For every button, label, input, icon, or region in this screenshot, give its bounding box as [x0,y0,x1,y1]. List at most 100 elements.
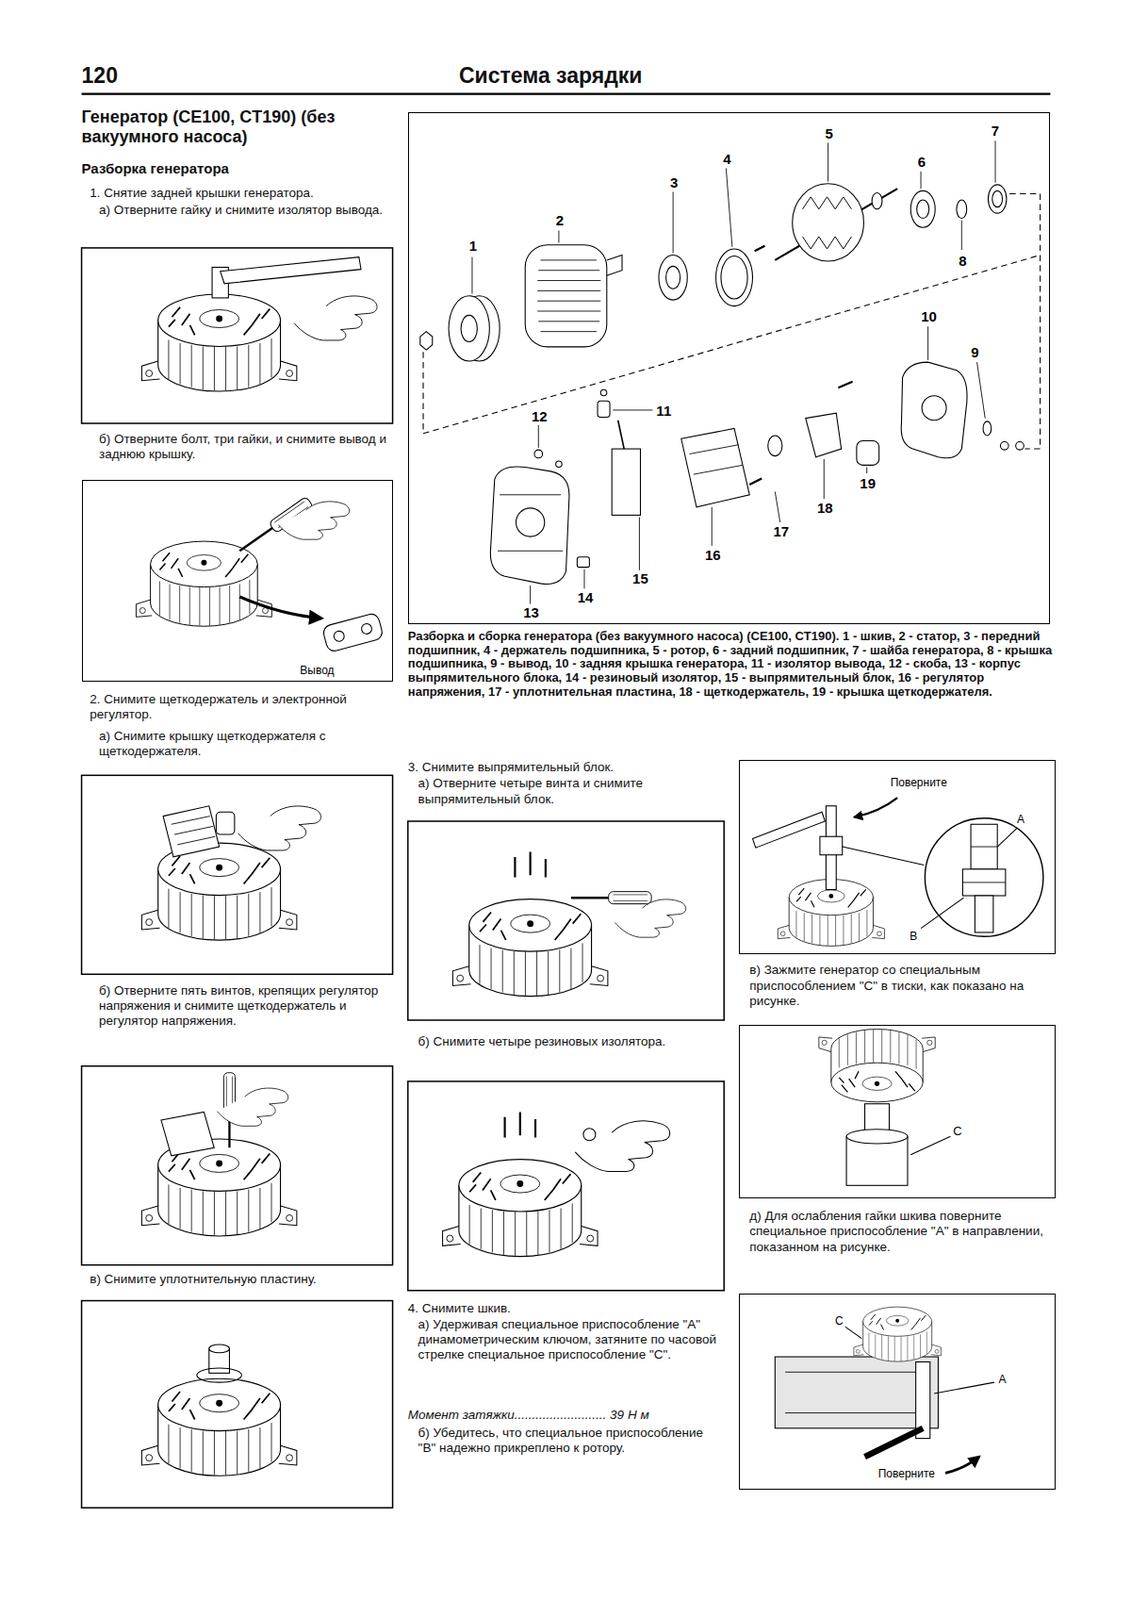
figure-frame: C [738,1024,1055,1198]
drawing-part [785,1371,928,1412]
drawing-part [910,1135,951,1154]
tool-label: Поверните [876,1468,937,1481]
drawing-part [442,1159,598,1257]
drawing-part [681,427,750,507]
drawing-part [515,508,544,537]
drawing-part [239,596,322,619]
drawing-part [920,897,964,928]
drawing-part [332,629,345,642]
drawing-part [853,1306,942,1361]
callout-number: 11 [654,403,673,420]
figure-frame: 12345678910111213141516171819 [408,112,1051,624]
drawing-part [81,247,394,424]
torque-spec: Момент затяжки..........................… [408,1407,724,1423]
drawing-part [135,540,272,626]
drawing-part [81,1065,394,1265]
drawing-part [408,820,724,1020]
drawing-part [420,331,433,350]
drawing-part [141,1138,296,1236]
drawing-part [974,895,993,933]
drawing-part [321,611,384,653]
callout-number: 9 [968,344,981,361]
drawing-part [956,199,968,218]
drawing-part [934,1381,995,1394]
frame-rectifier [408,820,724,1020]
frame-tool-detail [753,797,1044,946]
drawing-part [472,140,996,604]
drawing-part [360,622,373,635]
tool-label: B [907,931,919,944]
callout-number: 1 [467,237,479,254]
drawing-part [658,255,688,301]
step-text: а) Удерживая специальное приспособление … [418,1316,725,1363]
drawing-part [611,448,640,515]
drawing-part [597,400,610,417]
drawing-part [141,294,296,392]
drawing-part [321,611,384,653]
step-text: 1. Снятие задней крышки генератора. [89,185,393,201]
frame-brush-cover [81,774,394,974]
drawing-part [917,199,930,218]
drawing-part [514,851,545,877]
drawing-part [216,1087,288,1126]
drawing-part [497,494,563,552]
step-text: а) Снимите крышку щеткодержателя с щетко… [98,728,394,759]
tool-label: Поверните [888,776,950,789]
drawing-part [768,435,783,457]
drawing-part [81,1300,394,1508]
callout-number: 5 [822,125,835,142]
step-text: д) Для ослабления гайки шкива поверните … [749,1208,1056,1255]
callout-number: 2 [554,212,566,229]
frame-regulator [81,1065,394,1265]
drawing-part [1016,442,1025,451]
drawing-part [524,245,607,347]
drawing-part [962,846,1005,883]
header-rule [81,92,1051,95]
drawing-part [819,1029,935,1102]
drawing-part [803,196,853,249]
drawing-part [774,1356,938,1428]
drawing-part [163,805,220,857]
step-text: а) Отверните четыре винта и снимите выпр… [418,775,725,806]
frame-remove-nut [81,247,394,424]
drawing-part [460,314,477,342]
drawing-part [716,248,754,307]
drawing-part [805,412,842,458]
callout-number: 15 [630,571,651,588]
drawing-part [209,1344,230,1353]
drawing-part [987,184,1006,214]
drawing-part [534,449,543,459]
drawing-part [81,774,394,974]
drawing-part [666,265,681,289]
drawing-part [999,442,1009,451]
drawing-part [571,891,652,904]
drawing-part [721,256,748,299]
figure-caption: Разборка и сборка генератора (без вакуум… [408,629,1057,701]
drawing-part [924,818,1044,937]
drawing-part [196,1367,243,1382]
drawing-part [408,1081,724,1291]
drawing-part [688,444,742,475]
drawing-part [505,1111,536,1137]
drawing-part [490,466,570,584]
drawing-part [294,295,377,341]
callout-number: 18 [815,499,836,516]
frame-terminal [135,495,384,653]
drawing-part [921,395,947,421]
drawing-part [846,1129,908,1144]
frame-loosen-nut [774,1306,995,1473]
tool-label: C [833,1315,846,1328]
tool-label: A [996,1373,1008,1386]
drawing-part [854,797,898,818]
drawing-part [945,1456,980,1473]
step-text: б) Убедитесь, что специальное приспособл… [418,1425,725,1456]
page-title: Система зарядки [458,63,643,90]
callout-number: 3 [668,174,680,191]
drawing-part [910,190,935,228]
subsection-heading: Разборка генератора [81,160,230,178]
exploded-view [420,140,1041,604]
step-text: б) Отверните пять винтов, крепящих регул… [98,983,394,1030]
step-text: б) Отверните болт, три гайки, и снимите … [98,431,394,462]
drawing-part [448,295,490,361]
callout-number: 4 [721,150,733,167]
